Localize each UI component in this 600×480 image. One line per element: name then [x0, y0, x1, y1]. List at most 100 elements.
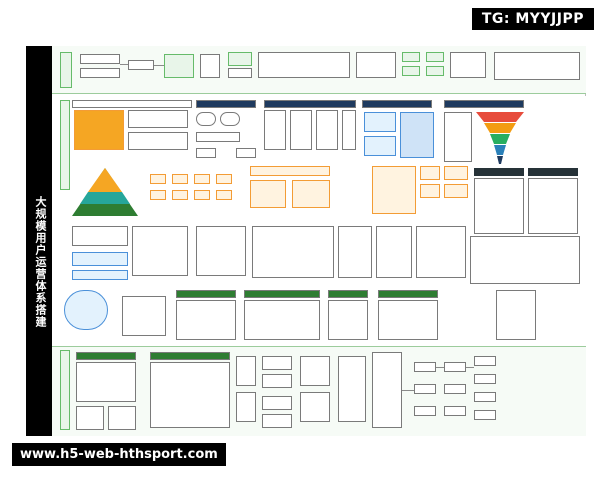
node	[72, 252, 128, 266]
node	[150, 174, 166, 184]
node	[176, 300, 236, 340]
node	[426, 66, 444, 76]
node	[328, 300, 368, 340]
node	[250, 166, 330, 176]
node	[76, 406, 104, 430]
node	[262, 396, 292, 410]
node	[80, 68, 120, 78]
node	[420, 184, 440, 198]
node	[194, 190, 210, 200]
section-strategy-tag	[60, 52, 72, 88]
node	[196, 132, 240, 142]
node	[494, 52, 580, 80]
node	[262, 356, 292, 370]
pyramid-diagram	[72, 168, 138, 216]
node	[420, 166, 440, 180]
node	[316, 110, 338, 150]
panel-chart	[74, 110, 124, 150]
node	[474, 374, 496, 384]
node	[496, 290, 536, 340]
node	[376, 226, 412, 278]
funnel-level	[476, 112, 524, 122]
funnel-level	[497, 156, 503, 164]
process-header	[378, 290, 438, 298]
node	[364, 136, 396, 156]
node	[258, 52, 350, 78]
data-panel	[400, 112, 434, 158]
node	[338, 356, 366, 422]
node	[172, 190, 188, 200]
section-execution-tag	[60, 350, 70, 430]
node	[364, 112, 396, 132]
node	[250, 180, 286, 208]
connector	[120, 64, 128, 65]
node	[150, 362, 230, 428]
node	[372, 352, 402, 428]
node	[402, 52, 420, 62]
node	[414, 384, 436, 394]
node	[342, 110, 356, 150]
panel-header	[72, 100, 192, 108]
node	[372, 166, 416, 214]
funnel-level	[490, 134, 510, 144]
node	[444, 384, 466, 394]
funnel-level	[494, 145, 506, 155]
node	[228, 52, 252, 66]
watermark-top: TG: MYYJJPP	[471, 8, 594, 30]
node	[236, 392, 256, 422]
node	[444, 112, 472, 162]
node	[470, 236, 580, 284]
funnel-level	[484, 123, 516, 133]
node	[264, 110, 286, 150]
node	[300, 356, 330, 386]
node	[414, 406, 436, 416]
node	[150, 190, 166, 200]
connector	[436, 367, 444, 368]
watermark-bottom: www.h5-web-hthsport.com	[12, 443, 226, 466]
node	[220, 112, 240, 126]
node	[128, 132, 188, 150]
node	[450, 52, 486, 78]
card-body	[474, 178, 524, 234]
node	[216, 190, 232, 200]
node	[292, 180, 330, 208]
node	[80, 54, 120, 64]
card-header	[474, 168, 524, 176]
node	[164, 54, 194, 78]
node	[338, 226, 372, 278]
node	[76, 362, 136, 402]
process-header	[244, 290, 320, 298]
node	[196, 112, 216, 126]
node	[262, 414, 292, 428]
connector	[402, 390, 414, 391]
node	[378, 300, 438, 340]
circle-diagram	[64, 290, 108, 330]
node	[122, 296, 166, 336]
process-header	[196, 100, 256, 108]
node	[444, 184, 468, 198]
node	[426, 52, 444, 62]
node	[474, 392, 496, 402]
node	[402, 66, 420, 76]
process-header	[264, 100, 356, 108]
connector	[154, 65, 164, 66]
connector	[466, 367, 474, 368]
node	[262, 374, 292, 388]
node	[236, 356, 256, 386]
node	[108, 406, 136, 430]
node	[236, 148, 256, 158]
funnel-diagram	[476, 112, 524, 164]
node	[356, 52, 396, 78]
card-body	[528, 178, 578, 234]
node	[196, 226, 246, 276]
node	[474, 410, 496, 420]
node	[196, 148, 216, 158]
sidebar-title: 大规模用户运营体系搭建	[34, 196, 47, 328]
node	[244, 300, 320, 340]
node	[200, 54, 220, 78]
node	[216, 174, 232, 184]
node	[444, 406, 466, 416]
process-header	[444, 100, 524, 108]
process-header	[76, 352, 136, 360]
card-header	[528, 168, 578, 176]
